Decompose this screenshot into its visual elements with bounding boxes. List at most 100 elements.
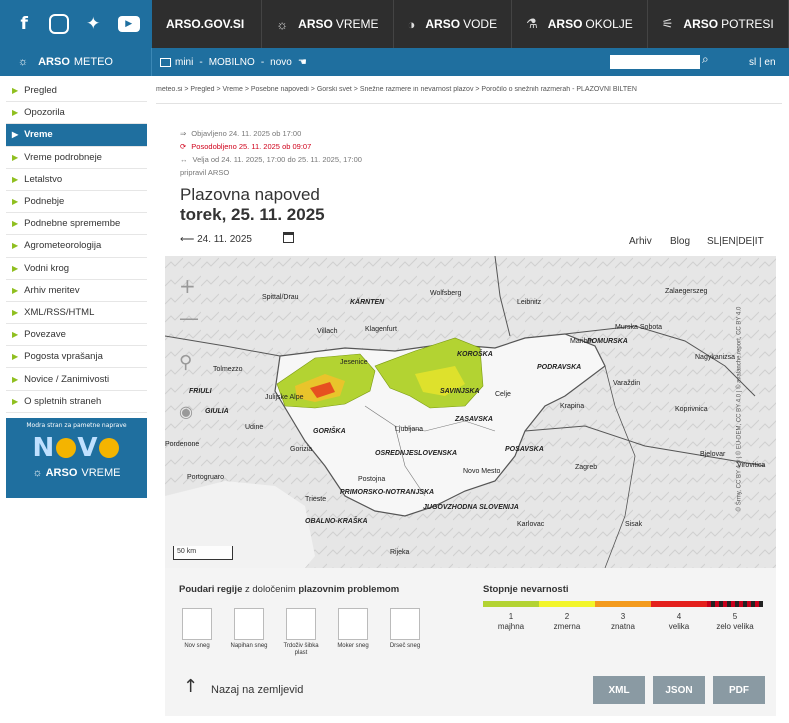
zoom-in-button[interactable]: +: [179, 274, 196, 298]
sidebar-item-label: Podnebne spremembe: [24, 218, 121, 230]
page-title: Plazovna napoved: [180, 185, 320, 204]
chevron-right-icon: ▶: [12, 263, 19, 273]
problem-persistent-weak-layer[interactable]: Trdoživ šibka plast: [279, 608, 323, 657]
gliding-snow-icon: [390, 608, 420, 640]
sidebar-item-pogosta-vpra-anja[interactable]: ▶Pogosta vprašanja: [6, 346, 147, 369]
map-label: Julijske Alpe: [265, 394, 304, 401]
sidebar-item-label: XML/RSS/HTML: [24, 306, 95, 318]
map-label: PODRAVSKA: [537, 364, 582, 371]
map-label: Novo Mesto: [463, 468, 501, 475]
mini-link[interactable]: mini: [175, 56, 194, 68]
map-label: KÄRNTEN: [350, 299, 385, 306]
chevron-right-icon: ▶: [12, 330, 19, 340]
sidebar-item-label: Pregled: [24, 85, 57, 97]
sidebar-item-letalstvo[interactable]: ▶Letalstvo: [6, 169, 147, 191]
xml-button[interactable]: XML: [593, 676, 645, 704]
map-label: KOROŠKA: [457, 351, 493, 358]
sidebar-item-agrometeorologija[interactable]: ▶Agrometeorologija: [6, 235, 147, 258]
json-button[interactable]: JSON: [653, 676, 705, 704]
problem-new-snow[interactable]: Nov sneg: [175, 608, 219, 650]
refresh-icon: ⟳: [180, 142, 187, 151]
search-map-icon[interactable]: ⚲: [179, 352, 193, 373]
instagram-icon[interactable]: [48, 14, 69, 34]
sidebar-item-label: Letalstvo: [24, 173, 63, 185]
map-label: GORIŠKA: [313, 428, 346, 435]
arhiv-link[interactable]: Arhiv: [629, 236, 652, 247]
map-attribution[interactable]: © Šrmy, CC BY 4.0 | © EU-DEM, CC BY 4.0 …: [736, 306, 743, 512]
sidebar-item-podnebje[interactable]: ▶Podnebje: [6, 191, 147, 214]
problem-wet-snow[interactable]: Moker sneg: [331, 608, 375, 650]
sidebar-item-arhiv-meritev[interactable]: ▶Arhiv meritev: [6, 280, 147, 302]
map-label: Portogruaro: [187, 474, 224, 481]
sidebar-item-povezave[interactable]: ▶Povezave: [6, 324, 147, 347]
calendar-icon[interactable]: [283, 232, 294, 243]
map-label: Nagykanizsa: [695, 354, 736, 361]
search-input[interactable]: [610, 55, 700, 69]
search-icon[interactable]: ⌕: [702, 52, 709, 66]
avalanche-map[interactable]: + — ⚲ ◉ 50 km © Šrmy, CC BY 4.0 | © EU-D…: [165, 256, 776, 568]
map-label: Leibnitz: [517, 299, 542, 306]
map-label: Spittal/Drau: [262, 294, 299, 301]
chevron-right-icon: ▶: [12, 152, 19, 162]
sidebar-item-vreme[interactable]: ▶Vreme: [6, 124, 147, 147]
previous-day-link[interactable]: ⟵ 24. 11. 2025: [180, 234, 252, 245]
facebook-icon[interactable]: f: [20, 14, 28, 34]
sidebar-item-xml-rss-html[interactable]: ▶XML/RSS/HTML: [6, 302, 147, 325]
novo-link[interactable]: novo: [270, 56, 292, 68]
arrow-right-icon: ⇒: [180, 129, 187, 138]
sidebar-item-o-spletnih-straneh[interactable]: ▶ O spletnih straneh: [6, 391, 147, 413]
promo-banner[interactable]: Modra stran za pametne naprave N V ☼ ARS…: [6, 418, 147, 498]
zoom-out-button[interactable]: —: [179, 306, 199, 330]
map-label: FRIULI: [189, 388, 212, 395]
youtube-icon[interactable]: ▶: [117, 16, 140, 32]
wet-snow-icon: [338, 608, 368, 640]
problem-gliding-snow[interactable]: Drseč sneg: [383, 608, 427, 650]
nav-arso-gov-si[interactable]: ARSO.GOV.SI: [152, 0, 263, 48]
chevron-right-icon: ▶: [12, 396, 19, 406]
arrow-up-icon[interactable]: ↑: [183, 676, 199, 697]
sidebar-item-label: O spletnih straneh: [24, 395, 102, 407]
map-label: Murska Sobota: [615, 324, 663, 331]
breadcrumb[interactable]: meteo.si > Pregled > Vreme > Posebne nap…: [156, 86, 637, 93]
environment-icon: ⚗: [526, 16, 538, 31]
back-to-map-link[interactable]: Nazaj na zemljevid: [211, 684, 304, 696]
sidebar-item-novice-zanimivosti[interactable]: ▶Novice / Zanimivosti: [6, 368, 147, 391]
map-label: OBALNO-KRAŠKA: [305, 518, 368, 525]
chevron-right-icon: ▶: [12, 352, 19, 362]
water-icon: ◑: [407, 16, 416, 32]
map-label: Tolmezzo: [213, 366, 243, 373]
locate-icon[interactable]: ◉: [179, 402, 193, 421]
sidebar-item-vodni-krog[interactable]: ▶Vodni krog: [6, 258, 147, 280]
sidebar-item-vreme-podrobneje[interactable]: ▶Vreme podrobneje: [6, 147, 147, 169]
pdf-button[interactable]: PDF: [713, 676, 765, 704]
chevron-right-icon: ▶: [12, 219, 19, 229]
social-links: f ✦ ▶: [0, 0, 152, 48]
language-switch[interactable]: sl | en: [749, 56, 776, 68]
sidebar-item-podnebne-spremembe[interactable]: ▶ Podnebne spremembe: [6, 213, 147, 236]
twitter-icon[interactable]: ✦: [86, 14, 101, 34]
blog-link[interactable]: Blog: [670, 236, 691, 247]
updated-info: ⟳Posodobljeno 25. 11. 2025 ob 09:07: [180, 142, 312, 151]
mobilno-link[interactable]: MOBILNO: [208, 56, 255, 68]
report-language-links[interactable]: SL|EN|DE|IT: [707, 236, 764, 247]
chevron-right-icon: ▶: [12, 285, 19, 295]
map-label: Jesenice: [340, 359, 368, 366]
author-info: pripravil ARSO: [180, 168, 230, 177]
sidebar-item-opozorila[interactable]: ▶Opozorila: [6, 102, 147, 125]
problems-title: Poudari regije z določenim plazovnim pro…: [179, 584, 400, 595]
problem-wind-slab[interactable]: Napihan sneg: [227, 608, 271, 650]
hand-icon: ☚: [297, 56, 307, 68]
map-label: Postojna: [358, 476, 386, 483]
legend-panel: Poudari regije z določenim plazovnim pro…: [165, 568, 776, 716]
map-label: Pordenone: [165, 441, 200, 448]
sidebar-item-pregled[interactable]: ▶Pregled: [6, 80, 147, 103]
valid-info: ↔Velja od 24. 11. 2025, 17:00 do 25. 11.…: [180, 155, 362, 164]
